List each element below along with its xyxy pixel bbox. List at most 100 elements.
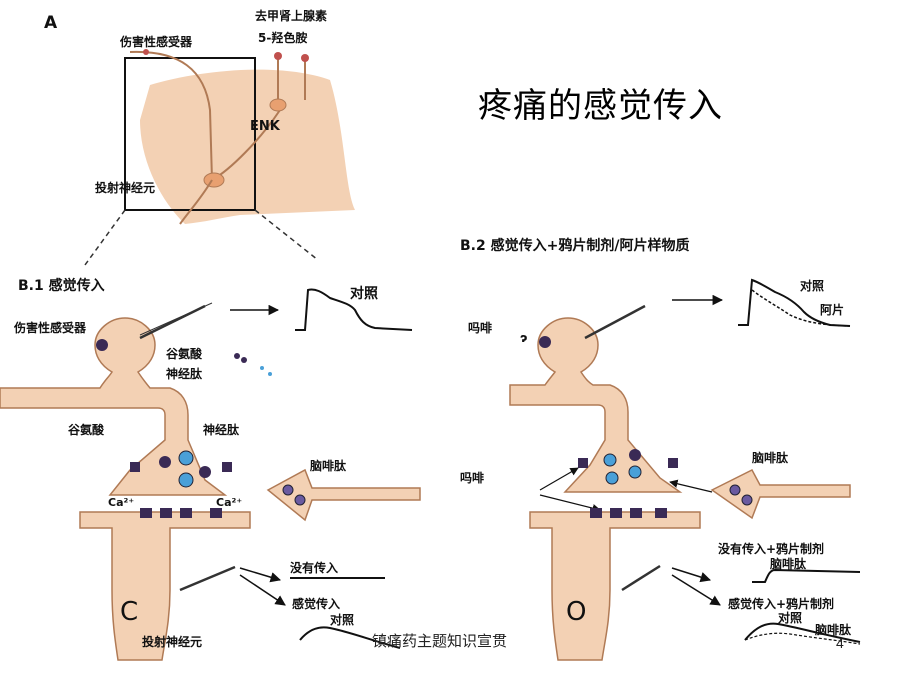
serotonin-label: 5-羟色胺 <box>258 30 307 45</box>
b2-enk-vesicle <box>729 484 741 496</box>
b1-post-receptor-3 <box>180 508 192 518</box>
b1-free-peptide-2 <box>268 372 272 376</box>
noradrenaline-label: 去甲肾上腺素 <box>255 8 327 23</box>
projection-neuron-a <box>203 172 225 188</box>
b1-control2-label: 对照 <box>330 612 354 627</box>
b2-control-trace <box>738 278 851 327</box>
b2-morphine-molecule: ɂ <box>520 331 527 345</box>
b2-post-receptor-3 <box>630 508 642 518</box>
b2-vesicle-3 <box>605 471 619 485</box>
b2-morphine2-label: 吗啡 <box>460 470 484 485</box>
b2-pre-receptor-left <box>578 458 588 468</box>
b1-enkephalin-neuron <box>266 468 421 522</box>
b1-vesicle-glu-2 <box>199 466 211 478</box>
b2-receptor <box>539 336 551 348</box>
b2-sensory-trace <box>744 622 861 643</box>
b1-vesicle-glu <box>159 456 171 468</box>
b2-enk-arrow <box>669 479 713 493</box>
b2-post-receptor <box>590 508 602 518</box>
b2-control-label: 对照 <box>800 278 824 293</box>
panel-b2: B.2 感觉传入+鸦片制剂/阿片样物质 对照 阿片 吗啡 ɂ 吗啡 脑啡肽 <box>460 237 861 661</box>
panel-b1: B.1 感觉传入 对照 伤害性感受器 谷氨酸 神经肽 谷氨酸 神经肽 <box>0 277 421 661</box>
b1-post-receptor <box>140 508 152 518</box>
b1-arrow-no-input <box>239 567 282 583</box>
b1-electrode-outline <box>139 302 213 336</box>
b2-electrode <box>584 304 646 340</box>
b1-enk-vesicle-2 <box>294 494 306 506</box>
b2-presynaptic-neuron <box>509 317 683 493</box>
b1-vesicle-pep <box>178 450 194 466</box>
b2-arrow-no-input <box>671 567 712 583</box>
b1-nociceptor-receptor <box>96 339 108 351</box>
enk-interneuron <box>269 98 287 112</box>
panel-a-nociceptor-label: 伤害性感受器 <box>119 34 193 49</box>
b2-no-input-label: 没有传入+鸦片制剂 <box>718 541 824 556</box>
b2-enkephalin-label: 脑啡肽 <box>751 450 789 465</box>
b1-free-glutamate <box>234 353 240 359</box>
panel-a-letter: A <box>44 13 58 33</box>
b1-sensory-trace <box>299 626 401 649</box>
panel-a-projection-label: 投射神经元 <box>95 180 155 195</box>
b1-glutamate2-label: 谷氨酸 <box>68 422 105 437</box>
b2-sensory-input-label: 感觉传入+鸦片制剂 <box>728 596 834 611</box>
b1-free-glutamate-2 <box>241 357 247 363</box>
b2-pre-receptor-right <box>668 458 678 468</box>
b1-control-trace <box>295 288 413 331</box>
b2-vesicle <box>603 453 617 467</box>
b1-receptor-right <box>222 462 232 472</box>
serotonin-dot <box>301 54 309 62</box>
b2-opioid-trace <box>751 289 851 327</box>
b2-vesicle-2 <box>629 449 641 461</box>
b2-morphine-label: 吗啡 <box>468 320 492 335</box>
b1-vesicle-pep-2 <box>178 472 194 488</box>
b1-nociceptor-label: 伤害性感受器 <box>13 320 87 335</box>
b2-soma-mark: O <box>566 597 586 627</box>
page-number: 4 <box>836 635 844 651</box>
b1-presynaptic-neuron <box>0 317 228 496</box>
zoom-line-left <box>84 209 126 266</box>
b2-no-input-trace <box>752 568 861 583</box>
b1-receptor-left <box>130 462 140 472</box>
b1-sensory-input-label: 感觉传入 <box>292 596 340 611</box>
b1-free-peptide <box>260 366 264 370</box>
b1-ca-right: Ca²⁺ <box>216 496 242 509</box>
b2-morphine-arrow-1 <box>539 467 579 491</box>
b1-glutamate-label: 谷氨酸 <box>166 346 203 361</box>
b2-postsynaptic-neuron <box>529 511 701 661</box>
spinal-cord-section <box>140 69 355 224</box>
b1-post-receptor-4 <box>210 508 222 518</box>
b2-morphine-arrow-2 <box>539 494 601 513</box>
b1-arrow-sensory <box>239 574 286 606</box>
slide-title: 疼痛的感觉传入 <box>478 86 723 126</box>
slide-footer: 镇痛药主题知识宣贯 <box>372 632 508 650</box>
b2-post-receptor-2 <box>610 508 622 518</box>
b2-control2-label: 对照 <box>778 610 802 625</box>
b2-opioid-sensory-trace <box>744 632 861 645</box>
b1-post-receptor-2 <box>160 508 172 518</box>
b1-soma-mark: C <box>120 597 138 627</box>
b1-enkephalin-label: 脑啡肽 <box>309 458 347 473</box>
b2-enkephalin2-label: 脑啡肽 <box>769 556 807 571</box>
b1-neuropeptide-label: 神经肽 <box>166 366 203 381</box>
b1-neuropeptide2-label: 神经肽 <box>203 422 240 437</box>
b1-projection-label: 投射神经元 <box>142 634 202 649</box>
b2-post-receptor-4 <box>655 508 667 518</box>
b2-vesicle-4 <box>628 465 642 479</box>
b2-post-electrode <box>621 564 661 592</box>
b1-heading: B.1 感觉传入 <box>18 277 105 294</box>
noradrenaline-dot <box>274 52 282 60</box>
panel-a: A 伤害性感受器 去甲肾上腺素 5-羟色胺 ENK 投射神经元 <box>44 8 355 266</box>
b2-opioid-label: 阿片 <box>820 302 844 317</box>
b2-heading: B.2 感觉传入+鸦片制剂/阿片样物质 <box>460 237 689 254</box>
enk-label: ENK <box>250 119 281 134</box>
b2-enkephalin-neuron <box>710 469 851 520</box>
b1-post-electrode <box>179 565 236 592</box>
b2-arrow-sensory <box>671 574 721 606</box>
b2-enkephalin3-label: 脑啡肽 <box>814 622 852 637</box>
b1-postsynaptic-neuron <box>79 511 251 661</box>
b1-ca-left: Ca²⁺ <box>108 496 134 509</box>
ascending-axon <box>179 179 213 225</box>
zoom-line-right <box>254 209 319 261</box>
